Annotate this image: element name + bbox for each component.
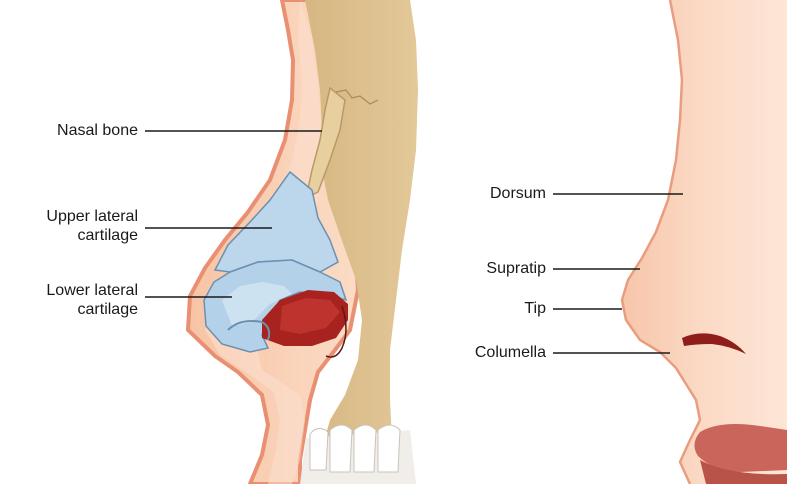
label-line: cartilage <box>10 226 138 245</box>
label-upper-lateral-cartilage: Upper lateral cartilage <box>10 207 138 245</box>
label-line: Lower lateral <box>10 281 138 300</box>
label-line: Supratip <box>440 259 546 278</box>
label-line: Dorsum <box>440 184 546 203</box>
teeth <box>300 425 416 484</box>
label-line: cartilage <box>10 300 138 319</box>
label-lower-lateral-cartilage: Lower lateral cartilage <box>10 281 138 319</box>
label-supratip: Supratip <box>440 259 546 278</box>
label-nasal-bone: Nasal bone <box>10 121 138 140</box>
label-line: Columella <box>440 343 546 362</box>
label-line: Nasal bone <box>10 121 138 140</box>
label-line: Tip <box>440 299 546 318</box>
right-nose-profile <box>612 0 787 484</box>
label-line: Upper lateral <box>10 207 138 226</box>
label-tip: Tip <box>440 299 546 318</box>
left-nose-section <box>188 0 418 484</box>
label-columella: Columella <box>440 343 546 362</box>
label-dorsum: Dorsum <box>440 184 546 203</box>
